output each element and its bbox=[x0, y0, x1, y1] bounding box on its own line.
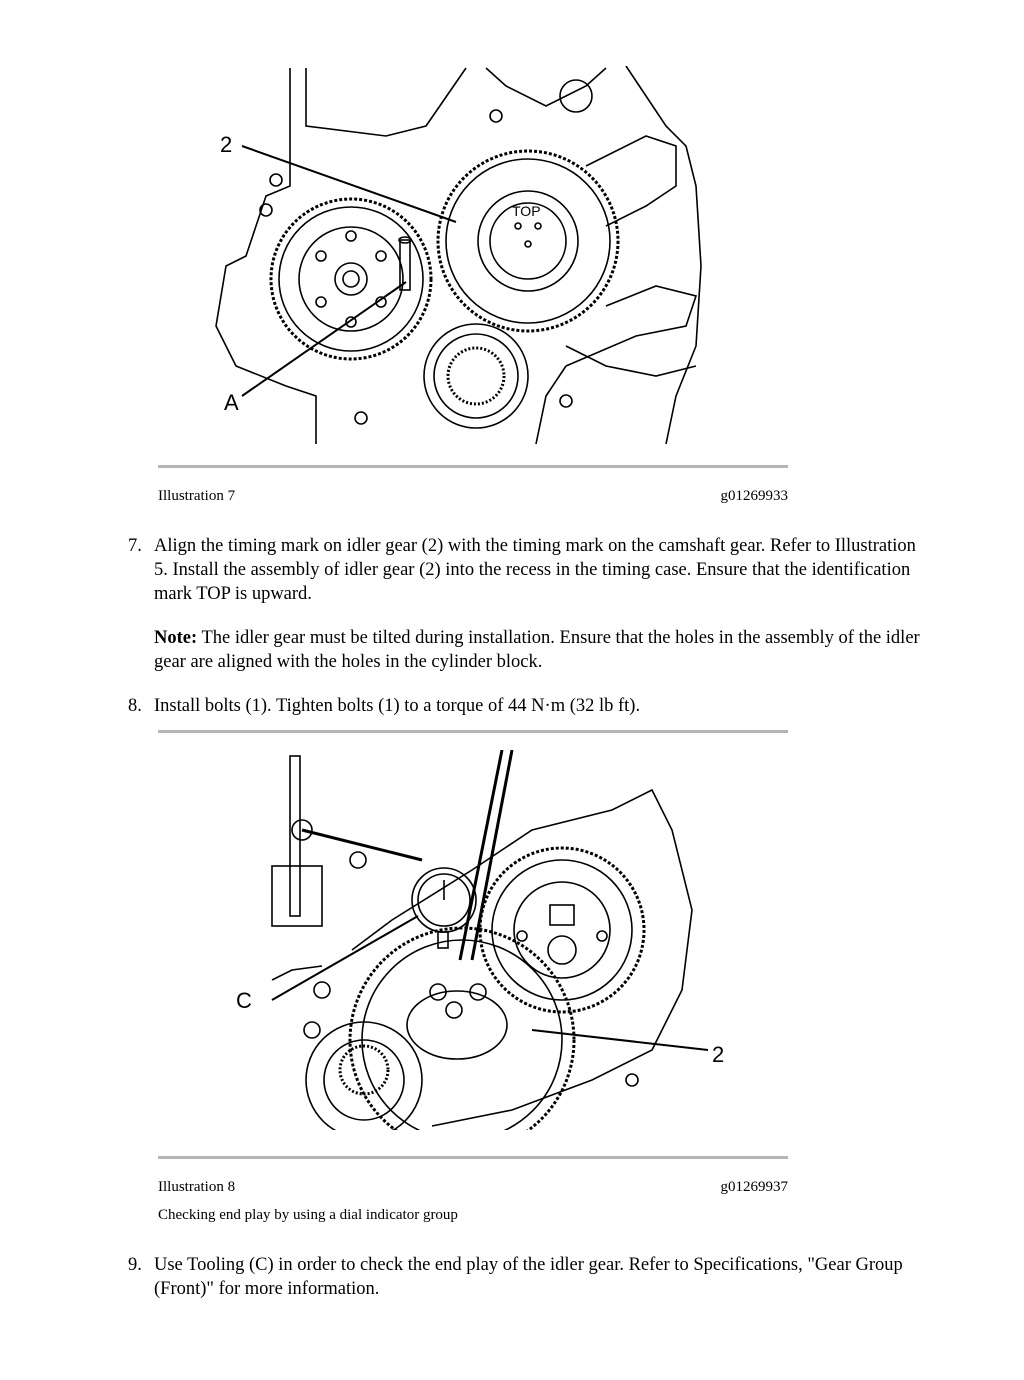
callout-a: A bbox=[224, 390, 239, 415]
illustration-8-label: Illustration 8 bbox=[158, 1179, 236, 1195]
illustration-7-label: Illustration 7 bbox=[158, 488, 236, 504]
step-9-text: Use Tooling (C) in order to check the en… bbox=[154, 1255, 903, 1299]
step-8-text: Install bolts (1). Tighten bolts (1) to … bbox=[154, 696, 641, 716]
illustration-8-rule bbox=[158, 1156, 788, 1159]
note-text: The idler gear must be tilted during ins… bbox=[154, 628, 920, 672]
illustration-8-image: C 2 bbox=[236, 750, 724, 1130]
illustration-8-code: g01269937 bbox=[720, 1179, 789, 1195]
step-7-text: Align the timing mark on idler gear (2) … bbox=[154, 536, 916, 604]
illustration-7-code: g01269933 bbox=[720, 488, 789, 504]
callout-c: C bbox=[236, 988, 252, 1013]
note-paragraph: Note: The idler gear must be tilted duri… bbox=[154, 626, 924, 674]
illustration-8-top-rule bbox=[158, 730, 788, 733]
callout-2-fig8: 2 bbox=[712, 1042, 724, 1067]
illustration-8-subcaption: Checking end play by using a dial indica… bbox=[158, 1207, 458, 1223]
illustration-7-image: 2 A TOP bbox=[215, 66, 702, 444]
step-8-number: 8. bbox=[128, 696, 142, 716]
callout-2: 2 bbox=[220, 132, 232, 157]
step-7-number: 7. bbox=[128, 536, 142, 556]
top-mark-label: TOP bbox=[512, 203, 541, 219]
step-9-number: 9. bbox=[128, 1255, 142, 1275]
illustration-7-rule bbox=[158, 465, 788, 468]
note-label: Note: bbox=[154, 628, 198, 648]
